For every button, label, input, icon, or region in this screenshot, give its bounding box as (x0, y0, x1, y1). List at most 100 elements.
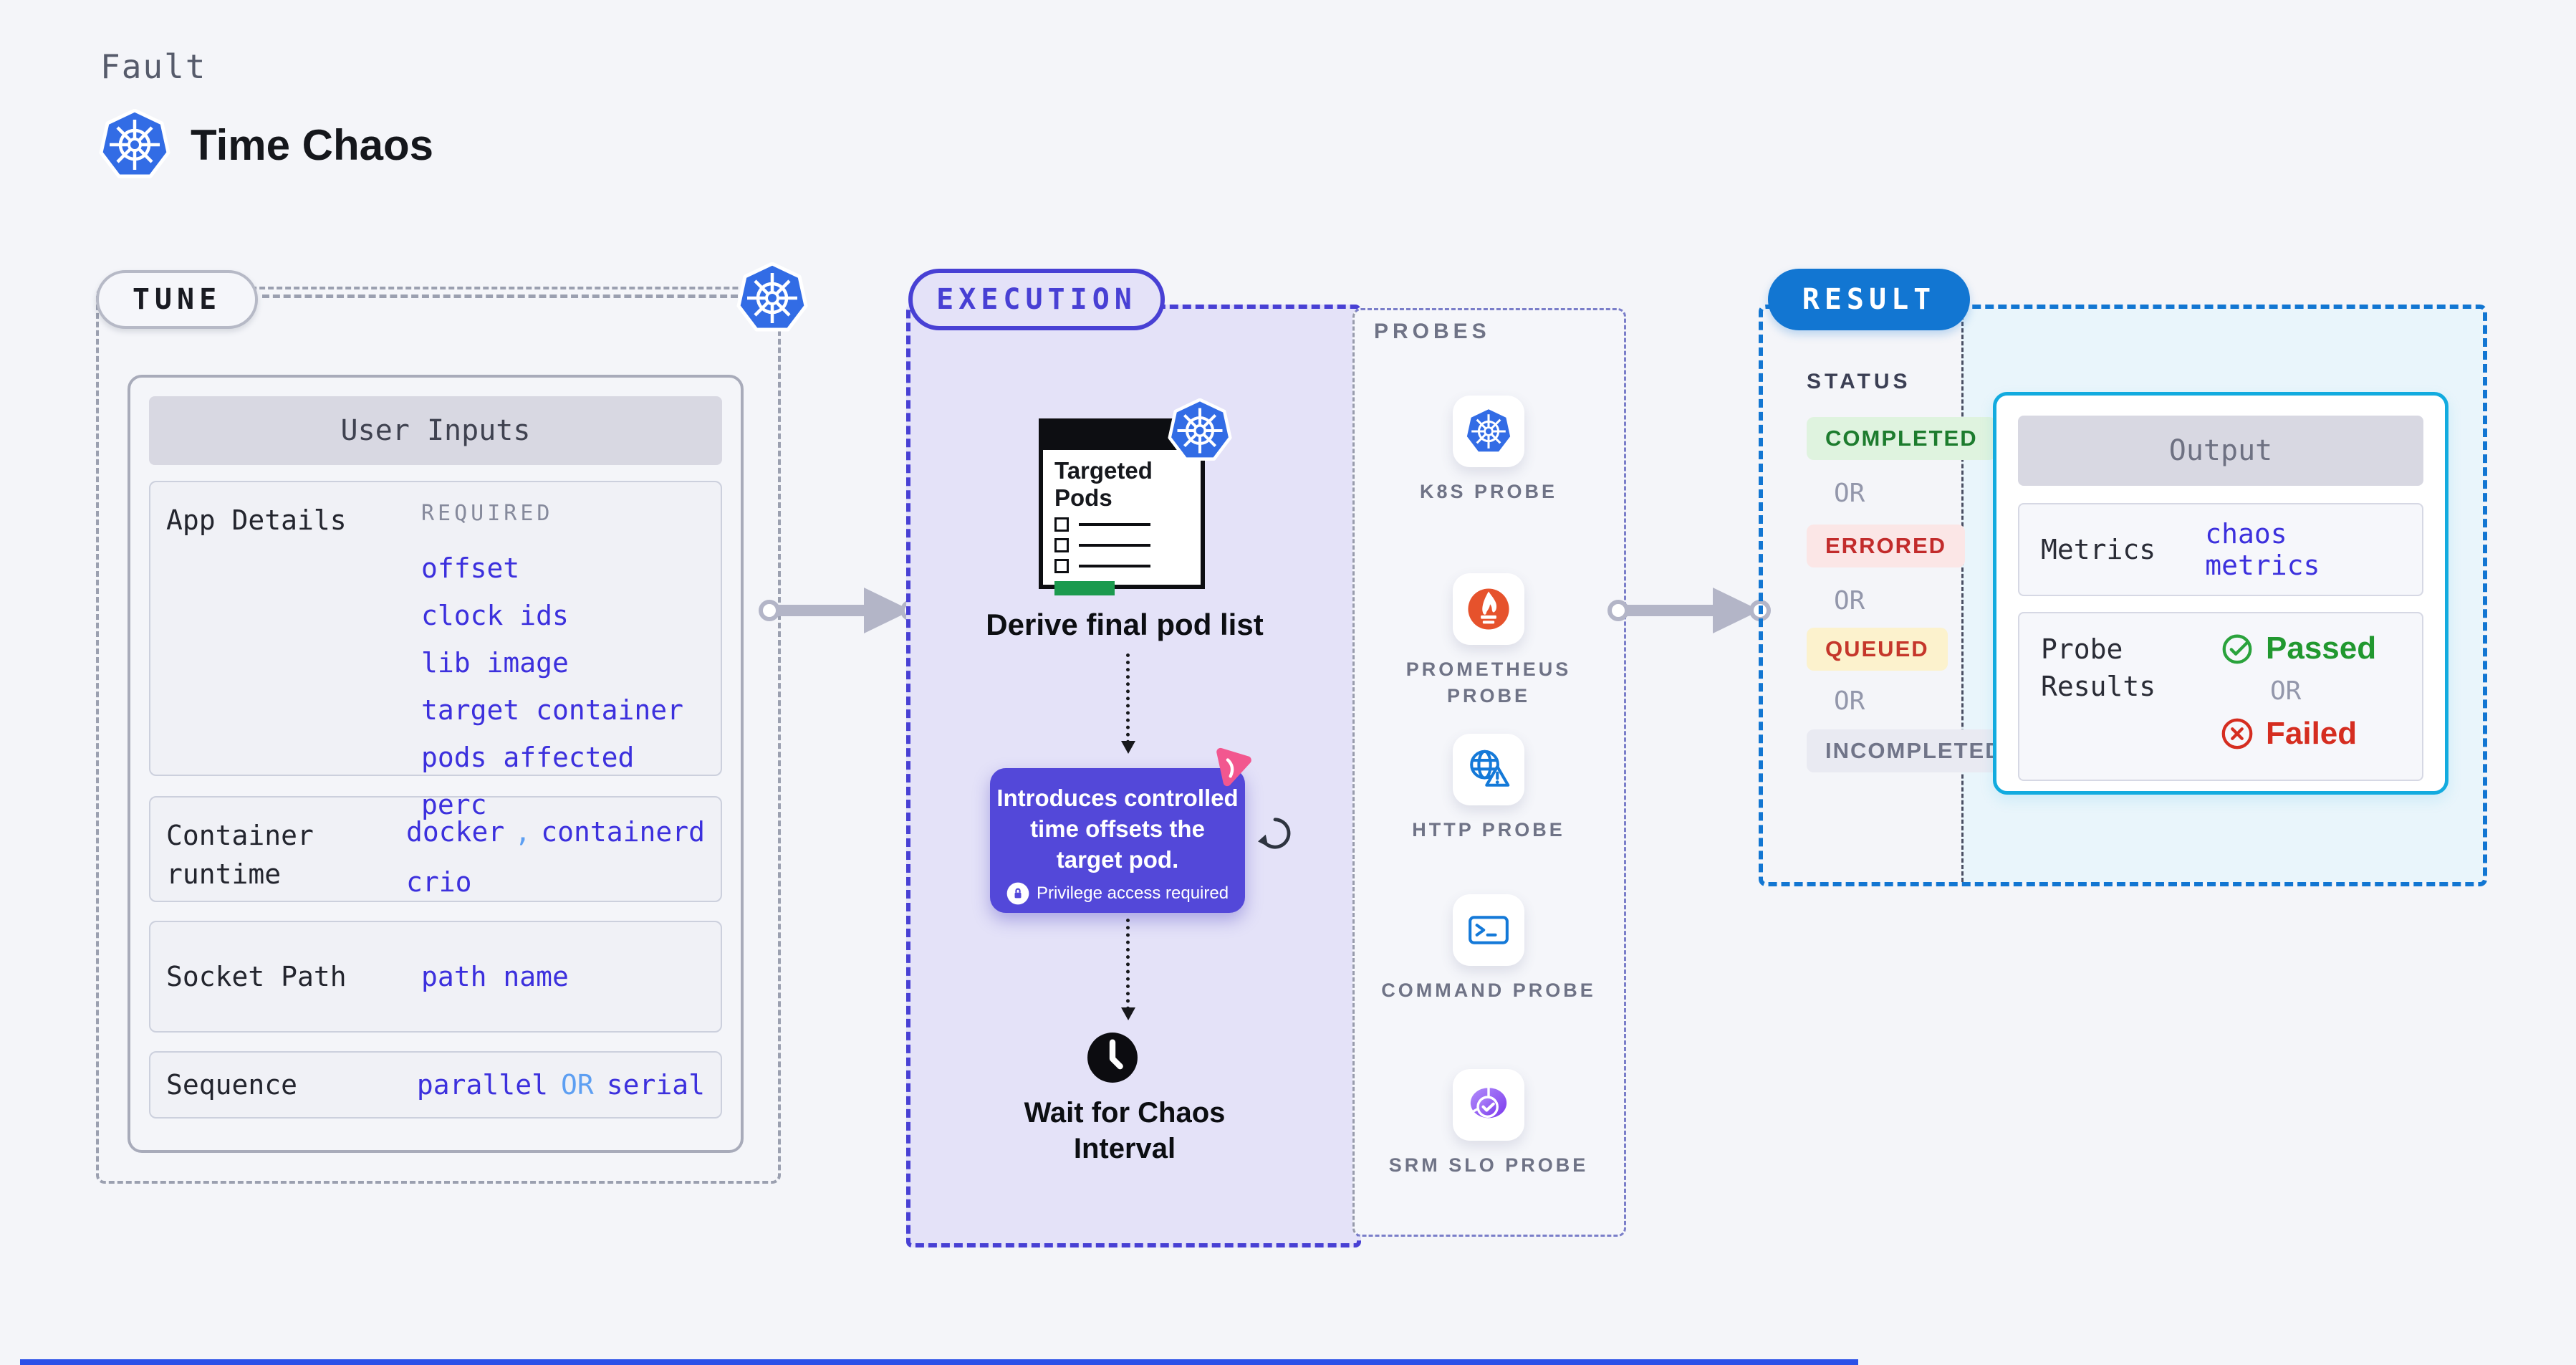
env-var-offset: offset (421, 552, 520, 584)
user-inputs-title: User Inputs (149, 396, 722, 465)
kubernetes-icon (1464, 407, 1513, 454)
kubernetes-icon (99, 109, 170, 181)
status-badge-completed: COMPLETED (1807, 417, 1996, 460)
action-text-line: Introduces controlled (996, 785, 1239, 811)
probe-label: SRM SLO PROBE (1388, 1154, 1589, 1176)
runtime-containerd: containerd (541, 816, 705, 848)
chaos-spark-icon (1207, 743, 1256, 792)
or-separator: OR (1834, 686, 1865, 716)
globe-warning-icon (1464, 745, 1513, 794)
progress-bar (1054, 581, 1115, 595)
dotted-arrow-down (1121, 653, 1135, 754)
probe-card (1453, 573, 1524, 645)
page-title: Time Chaos (191, 120, 433, 169)
lock-icon (1006, 882, 1029, 905)
or-separator: OR (1834, 586, 1865, 616)
flow-arrow-tune-to-execution (759, 588, 922, 633)
probe-results-values: Passed OR Failed (2220, 631, 2376, 762)
env-var-lib-image: lib image (421, 647, 569, 679)
probe-item-k8s: K8S PROBE (1381, 396, 1596, 505)
x-circle-icon (2220, 717, 2254, 751)
env-var-pods-affected-perc: pods affected perc (421, 742, 635, 820)
kubernetes-icon (1168, 398, 1232, 463)
check-circle-icon (2220, 631, 2254, 666)
probe-label: K8S PROBE (1419, 481, 1558, 502)
sequence-serial: serial (606, 1069, 705, 1101)
socket-path-row: Socket Path path name (149, 921, 722, 1033)
pod-line (1079, 544, 1150, 547)
result-badge: RESULT (1768, 269, 1970, 330)
probes-title: PROBES (1374, 320, 1491, 343)
tune-badge: TUNE (96, 270, 258, 329)
action-text-line: time offsets the (1030, 815, 1205, 842)
fault-kicker: Fault (100, 47, 207, 86)
failed-value: Failed (2266, 716, 2358, 751)
header-title-row: Time Chaos (99, 109, 433, 181)
checkbox-icon (1054, 538, 1069, 552)
status-title: STATUS (1807, 370, 1911, 393)
terminal-icon (1464, 906, 1513, 954)
dotted-arrow-down (1121, 919, 1135, 1020)
pod-list-item (1054, 537, 1189, 553)
prometheus-icon (1468, 588, 1509, 630)
app-details-label: App Details (166, 504, 347, 536)
bottom-accent-bar (20, 1359, 1858, 1365)
status-badge-errored: ERRORED (1807, 525, 1966, 567)
pod-list-item (1054, 558, 1189, 574)
app-details-row: App Details REQUIRED offset clock ids li… (149, 481, 722, 820)
status-badge-queued: QUEUED (1807, 628, 1948, 671)
probe-card (1453, 396, 1524, 467)
chaos-action-card: Introduces controlled time offsets the t… (990, 768, 1245, 913)
probe-item-http: HTTP PROBE (1381, 734, 1596, 843)
app-details-values: REQUIRED offset clock ids lib image targ… (395, 501, 705, 820)
checkbox-icon (1054, 517, 1069, 532)
probe-card (1453, 894, 1524, 966)
metrics-row: Metrics chaos metrics (2018, 503, 2423, 596)
user-inputs-panel: User Inputs App Details REQUIRED offset … (128, 375, 744, 1153)
sequence-parallel: parallel (416, 1069, 548, 1101)
probe-label: PROMETHEUS PROBE (1405, 658, 1572, 707)
runtime-comma: , (514, 816, 532, 848)
or-separator: OR (2270, 676, 2302, 706)
pod-line (1079, 523, 1150, 526)
socket-path-label: Socket Path (166, 961, 347, 992)
probe-label: HTTP PROBE (1412, 819, 1565, 840)
slo-donut-check-icon (1464, 1081, 1513, 1129)
clock-icon (1085, 1030, 1140, 1085)
container-runtime-values: docker , containerd crio (380, 816, 705, 898)
pod-line (1079, 565, 1150, 567)
probe-label: COMMAND PROBE (1381, 980, 1596, 1001)
or-separator: OR (1834, 479, 1865, 508)
step-wait-interval: Wait for Chaos Interval (1024, 1097, 1226, 1164)
passed-value: Passed (2266, 631, 2377, 666)
checkbox-icon (1054, 559, 1069, 573)
probe-item-prometheus: PROMETHEUS PROBE (1381, 573, 1596, 709)
env-var-clock-ids: clock ids (421, 600, 569, 631)
action-text-line: target pod. (1056, 846, 1179, 873)
runtime-docker: docker (406, 816, 505, 848)
sequence-label: Sequence (166, 1069, 298, 1101)
metrics-label: Metrics (2041, 534, 2156, 565)
probe-card (1453, 1069, 1524, 1141)
metrics-value: chaos metrics (2205, 518, 2320, 581)
probe-card (1453, 734, 1524, 805)
container-runtime-row: Container runtime docker , containerd cr… (149, 796, 722, 902)
flow-arrow-execution-to-result (1607, 588, 1771, 633)
tune-connector-dashed-line (262, 294, 738, 298)
probe-results-label: Probe Results (2041, 633, 2156, 702)
output-title: Output (2018, 416, 2423, 486)
container-runtime-label: Container runtime (166, 820, 314, 890)
pod-list-item (1054, 517, 1189, 532)
output-card: Output Metrics chaos metrics Probe Resul… (1993, 392, 2448, 795)
probe-results-row: Probe Results Passed OR Failed (2018, 612, 2423, 781)
loop-refresh-icon (1254, 814, 1297, 857)
probe-item-srm-slo: SRM SLO PROBE (1381, 1069, 1596, 1179)
privilege-note: Privilege access required (1036, 883, 1229, 903)
tune-section-box (96, 287, 781, 1184)
execution-badge: EXECUTION (908, 269, 1165, 330)
probe-item-command: COMMAND PROBE (1381, 894, 1596, 1004)
step-derive-pod-list: Derive final pod list (986, 608, 1264, 641)
required-tag: REQUIRED (421, 501, 554, 526)
runtime-crio: crio (406, 866, 472, 898)
